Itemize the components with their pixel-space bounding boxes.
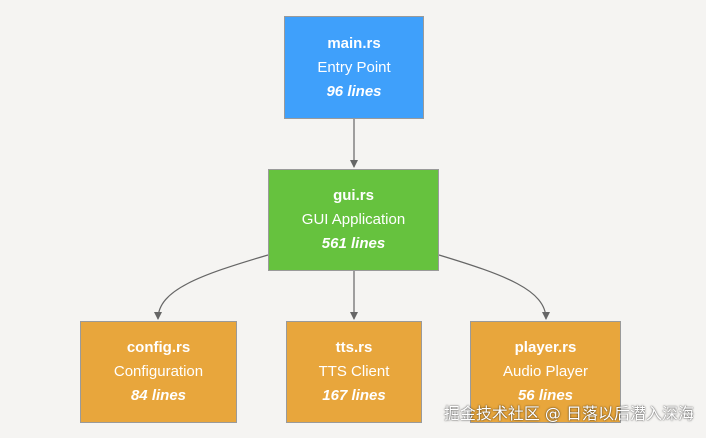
node-role: TTS Client (318, 363, 390, 380)
node-file-name: config.rs (126, 339, 191, 356)
node-role: Audio Player (502, 363, 589, 380)
watermark-text: 掘金技术社区 @ 日落以后潜入深海 (443, 404, 694, 423)
node-player-rs: player.rs Audio Player 56 lines (470, 321, 621, 423)
node-line-count: 561 lines (321, 235, 386, 252)
node-line-count: 167 lines (322, 387, 386, 404)
node-main-rs: main.rs Entry Point 96 lines (284, 16, 424, 119)
edge-gui-config (154, 254, 269, 320)
node-file-name: gui.rs (333, 187, 374, 204)
edge-gui-player (438, 254, 550, 320)
node-gui-rs: gui.rs GUI Application 561 lines (268, 169, 439, 271)
node-tts-rs: tts.rs TTS Client 167 lines (286, 321, 422, 423)
node-file-name: tts.rs (335, 339, 373, 356)
node-role: Entry Point (317, 58, 391, 76)
node-file-name: player.rs (514, 339, 577, 356)
node-line-count: 84 lines (130, 387, 187, 404)
node-config-rs: config.rs Configuration 84 lines (80, 321, 237, 423)
node-file-name: main.rs (327, 34, 381, 52)
node-role: GUI Application (301, 211, 406, 228)
node-line-count: 56 lines (517, 387, 574, 404)
node-line-count: 96 lines (326, 82, 382, 100)
node-role: Configuration (113, 363, 204, 380)
